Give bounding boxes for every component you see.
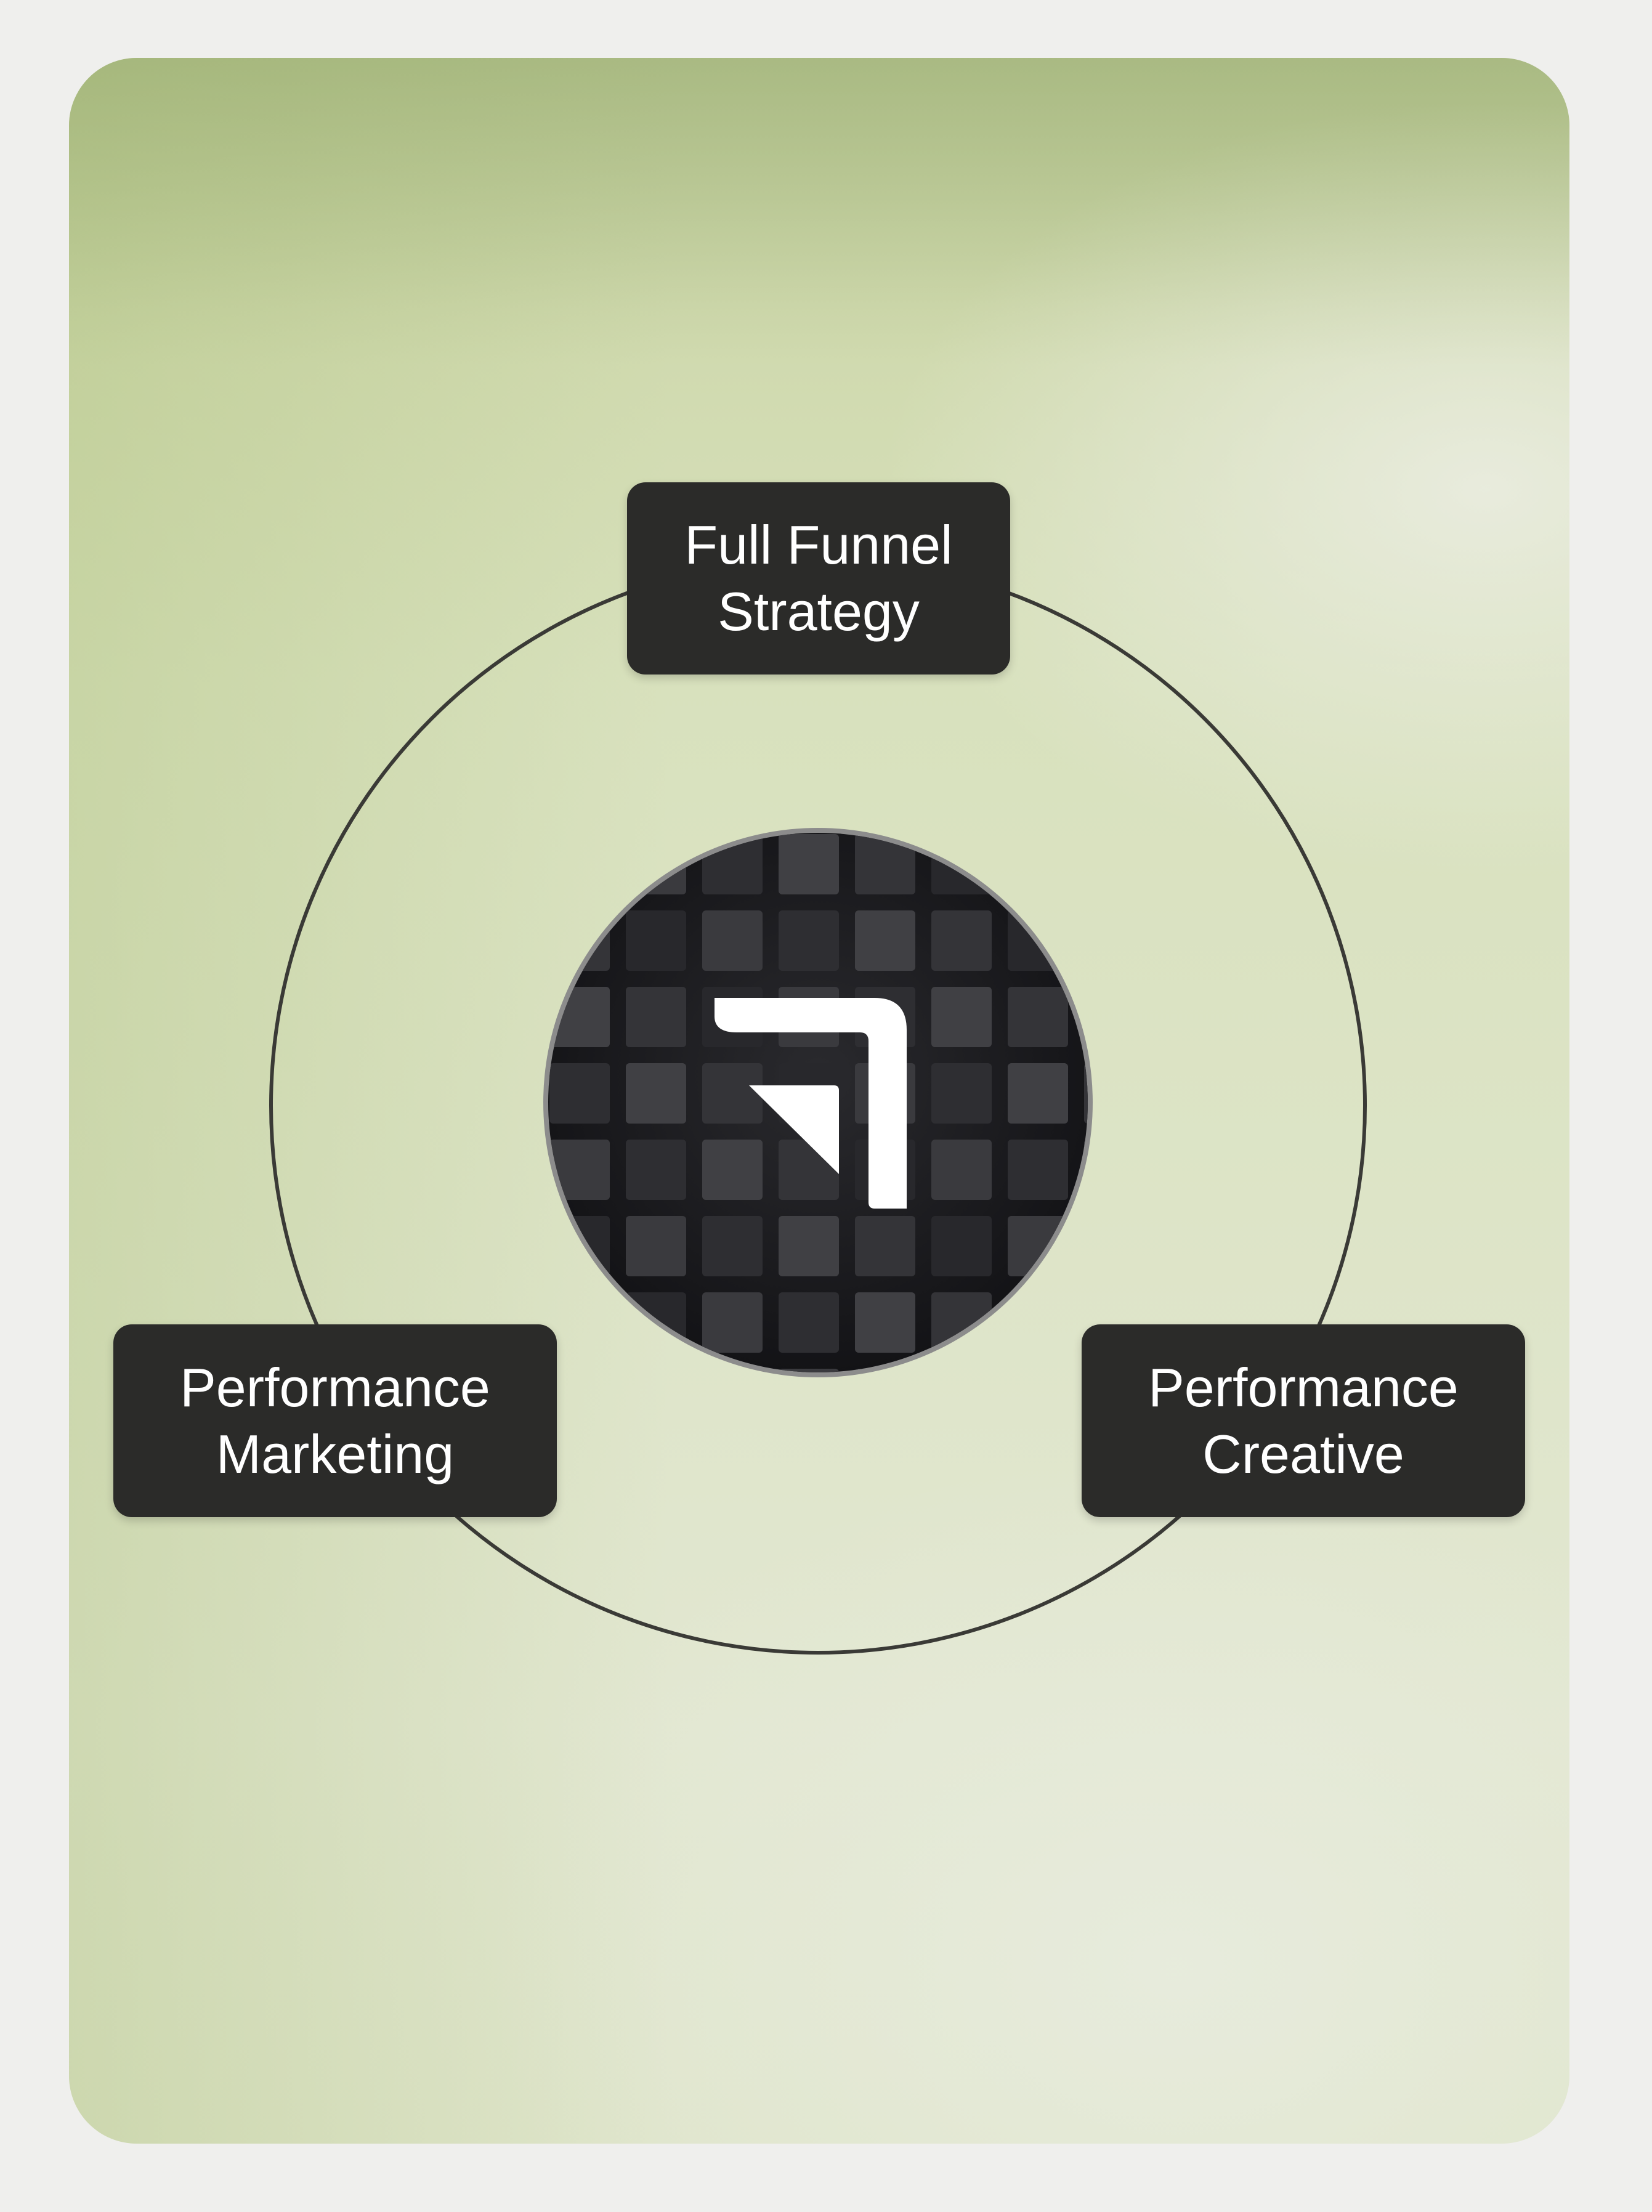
grid-tile [626, 1140, 686, 1200]
grid-tile [549, 1292, 610, 1353]
node-label: Full Funnel Strategy [684, 514, 953, 642]
grid-tile [702, 1292, 763, 1353]
grid-tile [1084, 910, 1088, 971]
grid-tile [931, 987, 992, 1047]
grid-tile [702, 1063, 763, 1124]
grid-tile [549, 1140, 610, 1200]
node-performance-creative: Performance Creative [1082, 1324, 1525, 1517]
grid-tile [1084, 987, 1088, 1047]
grid-tile [779, 1216, 839, 1276]
grid-tile [931, 1216, 992, 1276]
grid-tile [1084, 1216, 1088, 1276]
grid-tile [779, 1292, 839, 1353]
grid-tile [626, 910, 686, 971]
grid-tile [549, 1369, 610, 1372]
center-logo [543, 828, 1093, 1377]
grid-tile [626, 1369, 686, 1372]
grid-tile [549, 834, 610, 894]
grid-tile [1084, 1063, 1088, 1124]
grid-tile [702, 1140, 763, 1200]
brand-arrow-logo-icon [715, 998, 907, 1209]
grid-tile [1008, 987, 1068, 1047]
node-full-funnel-strategy: Full Funnel Strategy [627, 482, 1010, 675]
grid-tile [931, 1140, 992, 1200]
grid-tile [702, 910, 763, 971]
grid-tile [702, 1216, 763, 1276]
grid-tile [1008, 834, 1068, 894]
grid-tile [855, 1369, 915, 1372]
node-label: Performance Marketing [180, 1356, 490, 1485]
node-label: Performance Creative [1148, 1356, 1459, 1485]
grid-tile [549, 1063, 610, 1124]
node-performance-marketing: Performance Marketing [113, 1324, 557, 1517]
grid-tile [1008, 1140, 1068, 1200]
grid-tile [626, 1216, 686, 1276]
grid-tile [855, 910, 915, 971]
grid-tile [855, 1292, 915, 1353]
grid-tile [931, 1063, 992, 1124]
grid-tile [702, 1369, 763, 1372]
grid-tile [931, 910, 992, 971]
grid-tile [779, 834, 839, 894]
grid-tile [855, 1216, 915, 1276]
grid-tile [855, 834, 915, 894]
grid-tile [1008, 1369, 1068, 1372]
grid-tile [1008, 1063, 1068, 1124]
grid-tile [1008, 1292, 1068, 1353]
grid-tile [1084, 1140, 1088, 1200]
grid-tile [779, 1369, 839, 1372]
grid-tile [779, 910, 839, 971]
grid-tile [626, 1063, 686, 1124]
grid-tile [1084, 834, 1088, 894]
grid-tile [931, 1369, 992, 1372]
grid-tile [626, 987, 686, 1047]
